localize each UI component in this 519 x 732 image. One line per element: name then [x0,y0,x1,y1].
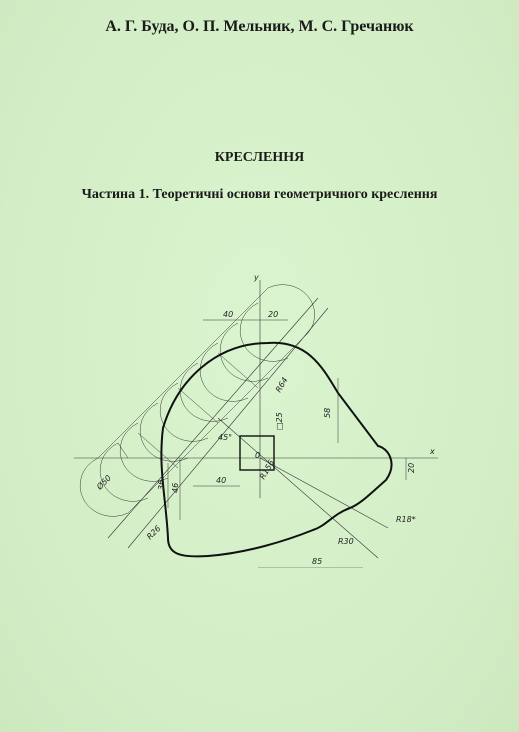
construction-line [259,457,389,529]
dim-40: 40 [216,476,226,485]
construction-line [217,417,379,559]
part-outline [160,341,393,558]
dim-zero: 0 [255,451,260,460]
dim-diameter-50: Ø50 [94,473,113,492]
construction-line [107,297,319,539]
dim-r30: R30 [338,537,354,546]
axis-x-label: x [429,447,435,456]
authors: А. Г. Буда, О. П. Мельник, М. С. Гречаню… [105,18,414,35]
center-square [239,435,275,471]
dim-angle-45: 45° [218,433,232,442]
dim-r64: R64 [274,376,290,394]
dim-20-top: 20 [268,310,278,319]
axis-y-label: y [253,273,259,282]
dim-58: 58 [323,408,332,418]
technical-drawing: 40 20 R64 58 □25 45° 0 40 R156 20 Ø50 36… [74,273,438,568]
dim-r18: R18* [396,515,416,524]
book-subtitle: Частина 1. Теоретичні основи геометрично… [81,187,438,202]
dim-square-25: □25 [275,412,284,430]
dim-85: 85 [312,557,322,566]
construction-line [127,307,329,549]
dim-40-top: 40 [223,310,233,319]
book-title: КРЕСЛЕННЯ [214,150,305,165]
dim-r26: R26 [145,524,163,542]
dim-20-right: 20 [407,463,416,473]
cylinder-hatching [79,284,315,517]
dim-46: 46 [171,483,180,493]
dim-36: 36 [157,480,166,490]
